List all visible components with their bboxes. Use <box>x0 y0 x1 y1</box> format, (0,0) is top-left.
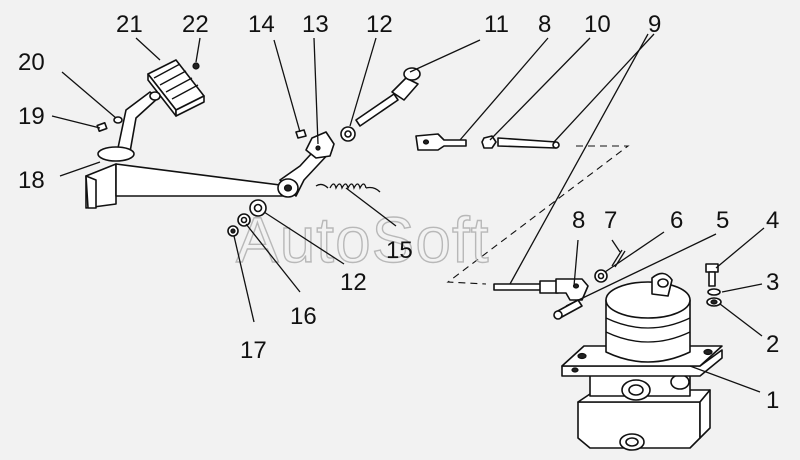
callout-19: 19 <box>18 103 45 130</box>
callout-8-upper: 8 <box>538 11 551 38</box>
callout-4: 4 <box>766 207 779 234</box>
callout-18: 18 <box>18 167 45 194</box>
callout-15: 15 <box>386 237 413 264</box>
callout-22: 22 <box>182 11 209 38</box>
callout-8-lower: 8 <box>572 207 585 234</box>
callout-16: 16 <box>290 303 317 330</box>
pedal-assembly <box>85 59 381 237</box>
callout-17: 17 <box>240 337 267 364</box>
callout-11: 11 <box>484 11 509 38</box>
callout-1: 1 <box>766 387 779 414</box>
callout-9: 9 <box>648 11 661 38</box>
callout-12-upper: 12 <box>366 11 393 38</box>
callout-6: 6 <box>670 207 683 234</box>
callout-labels: 1 2 3 4 5 6 7 8 8 9 10 11 12 12 13 14 15… <box>18 11 779 414</box>
leader-lines <box>51 33 765 393</box>
callout-7: 7 <box>604 207 617 234</box>
watermark-text: AutoSoft <box>236 204 490 276</box>
callout-13: 13 <box>302 11 329 38</box>
bolt-and-washers <box>705 263 722 307</box>
upper-rod-assembly <box>355 67 560 151</box>
callout-14: 14 <box>248 11 275 38</box>
callout-5: 5 <box>716 207 729 234</box>
assembly-guide-lines <box>446 145 630 285</box>
callout-2: 2 <box>766 331 779 358</box>
callout-20: 20 <box>18 49 45 76</box>
brake-valve-body <box>561 272 723 451</box>
callout-12-lower: 12 <box>340 269 367 296</box>
callout-21: 21 <box>116 11 143 38</box>
callout-3: 3 <box>766 269 779 296</box>
callout-10: 10 <box>584 11 611 38</box>
